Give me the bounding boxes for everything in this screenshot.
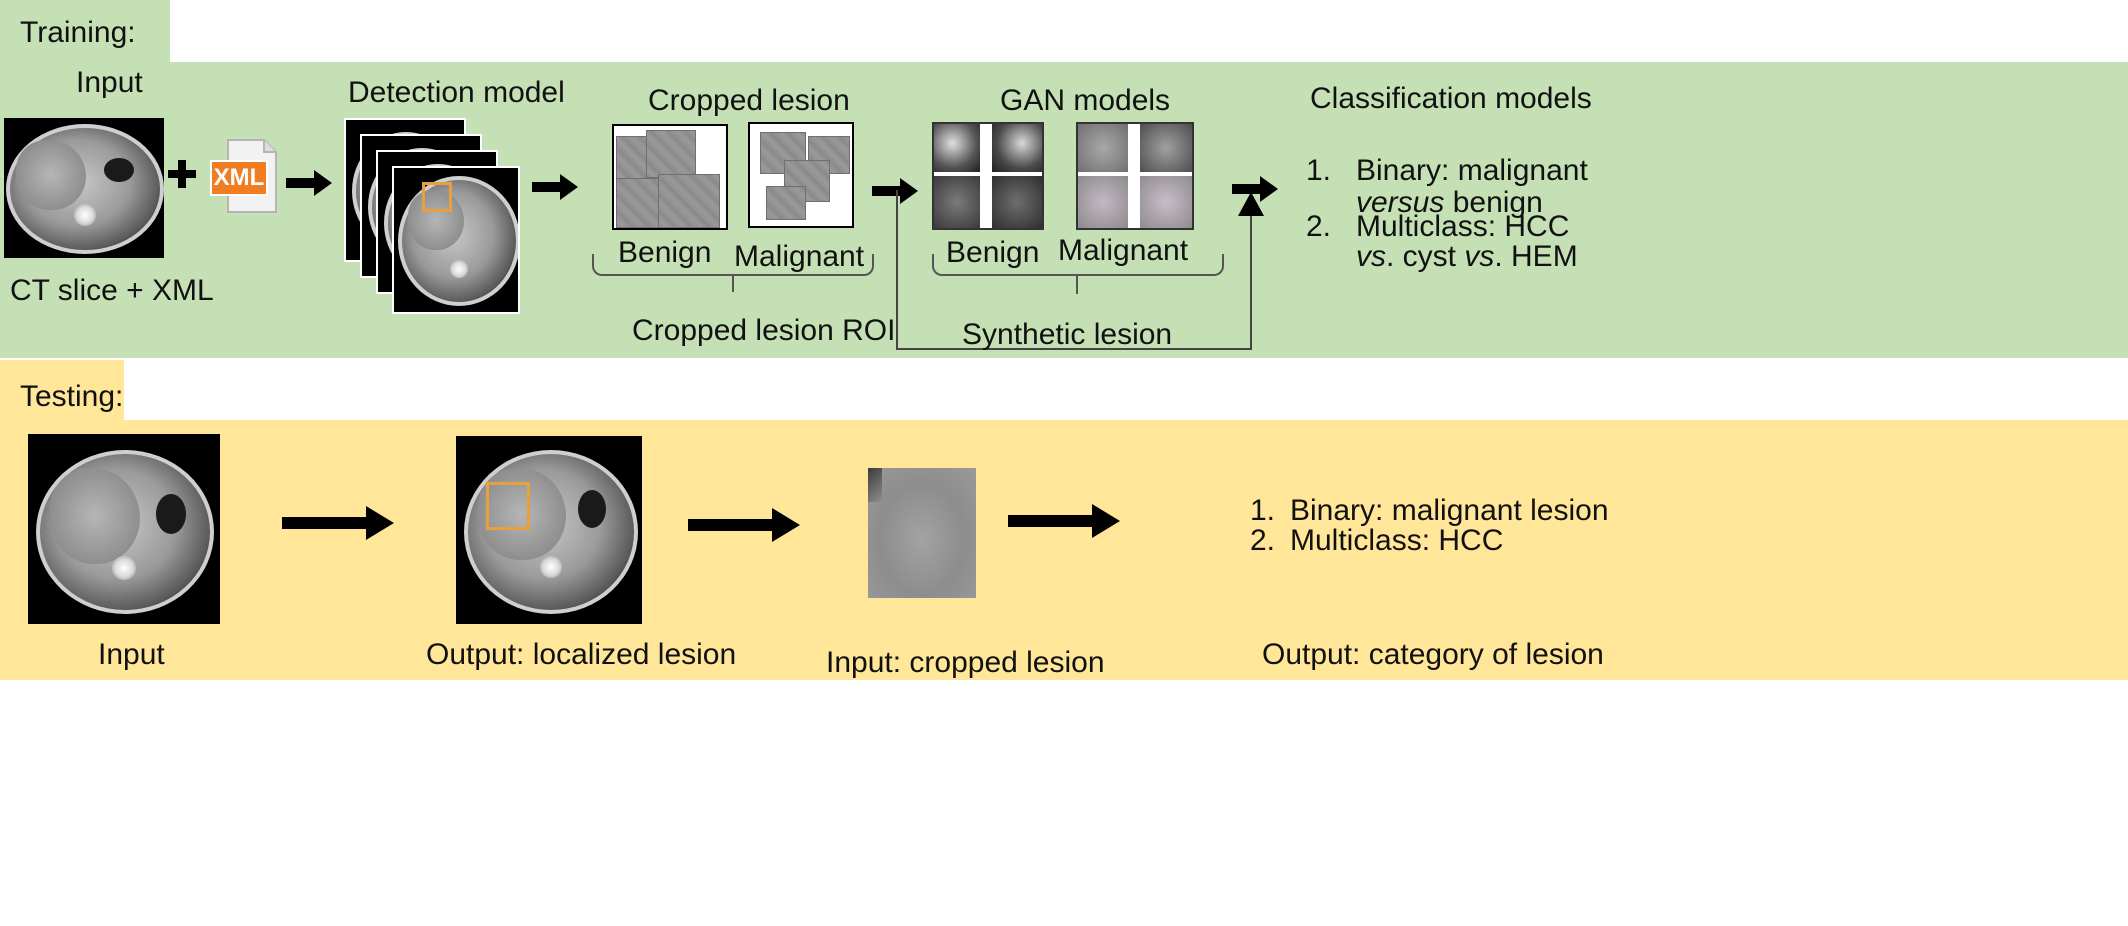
class-item-1-num: 1. <box>1306 154 1332 187</box>
gan-bracket-tick <box>1076 274 1078 294</box>
cropped-bracket-tick <box>732 274 734 292</box>
benign-text: benign <box>1444 186 1543 219</box>
gan-benign-grid <box>932 122 1044 230</box>
vs-em-1: vs <box>1356 240 1386 273</box>
gan-malignant-grid <box>1076 122 1194 230</box>
arrow-icon <box>286 168 332 203</box>
result-1-text: Binary: malignant lesion <box>1290 494 1609 527</box>
arrow-icon <box>688 508 800 547</box>
cropped-title: Cropped lesion <box>648 84 850 117</box>
plus-icon <box>168 160 196 188</box>
gan-bracket <box>932 254 1224 276</box>
xml-file-icon: XML <box>208 138 278 214</box>
classification-title: Classification models <box>1310 82 1592 115</box>
cropped-bracket <box>592 254 874 276</box>
cropped-benign-box <box>612 124 728 230</box>
localized-caption: Output: localized lesion <box>426 638 737 671</box>
hem-text: . HEM <box>1494 240 1578 273</box>
detection-title: Detection model <box>348 76 565 109</box>
synthetic-label: Synthetic lesion <box>962 318 1173 351</box>
detection-stack-4 <box>392 166 520 314</box>
training-label: Training: <box>20 16 136 49</box>
arrow-up-icon <box>1238 192 1264 223</box>
class-item-2-line2: vs. cyst vs. HEM <box>1356 240 1578 274</box>
training-ct-slice <box>4 118 164 258</box>
testing-tab <box>0 360 124 422</box>
result-2-num: 2. <box>1250 524 1276 557</box>
synthetic-line-bottom <box>896 348 1252 350</box>
input-caption: CT slice + XML <box>10 274 214 307</box>
class-item-1-line2: versus benign <box>1356 186 1543 220</box>
synthetic-line-left <box>896 190 898 350</box>
testing-ct-input <box>28 434 220 624</box>
testing-input-caption: Input <box>98 638 165 671</box>
cropped-caption: Input: cropped lesion <box>826 646 1105 679</box>
xml-badge: XML <box>210 160 268 196</box>
output-caption: Output: category of lesion <box>1262 638 1604 671</box>
testing-label: Testing: <box>20 380 124 413</box>
cyst-text: . cyst <box>1386 240 1465 273</box>
arrow-icon <box>532 172 578 207</box>
testing-cropped-patch <box>868 468 976 598</box>
testing-ct-localized <box>456 436 642 624</box>
training-tab <box>0 0 170 64</box>
gan-title: GAN models <box>1000 84 1171 117</box>
result-2-text: Multiclass: HCC <box>1290 524 1504 557</box>
arrow-icon <box>1232 174 1278 209</box>
cropped-benign-label: Benign <box>618 236 712 269</box>
input-title: Input <box>76 66 143 99</box>
testing-panel <box>0 420 2128 680</box>
arrow-icon <box>872 176 918 211</box>
localized-roi-box <box>486 482 530 530</box>
class-item-1-line1: Binary: malignant <box>1356 154 1588 187</box>
versus-em: versus <box>1356 186 1445 219</box>
cropped-roi-label: Cropped lesion ROI <box>632 314 896 347</box>
cropped-malignant-box <box>748 122 854 228</box>
vs-em-2: vs <box>1464 240 1495 273</box>
class-item-2-line1: Multiclass: HCC <box>1356 210 1570 243</box>
arrow-icon <box>282 506 394 545</box>
detection-roi-box <box>422 182 452 212</box>
arrow-icon <box>1008 504 1120 543</box>
class-item-2-num: 2. <box>1306 210 1332 243</box>
gan-benign-label: Benign <box>946 236 1040 269</box>
synthetic-line-right <box>1250 214 1252 350</box>
gan-malignant-label: Malignant <box>1058 234 1189 267</box>
result-1-num: 1. <box>1250 494 1276 527</box>
cropped-malignant-label: Malignant <box>734 240 865 273</box>
